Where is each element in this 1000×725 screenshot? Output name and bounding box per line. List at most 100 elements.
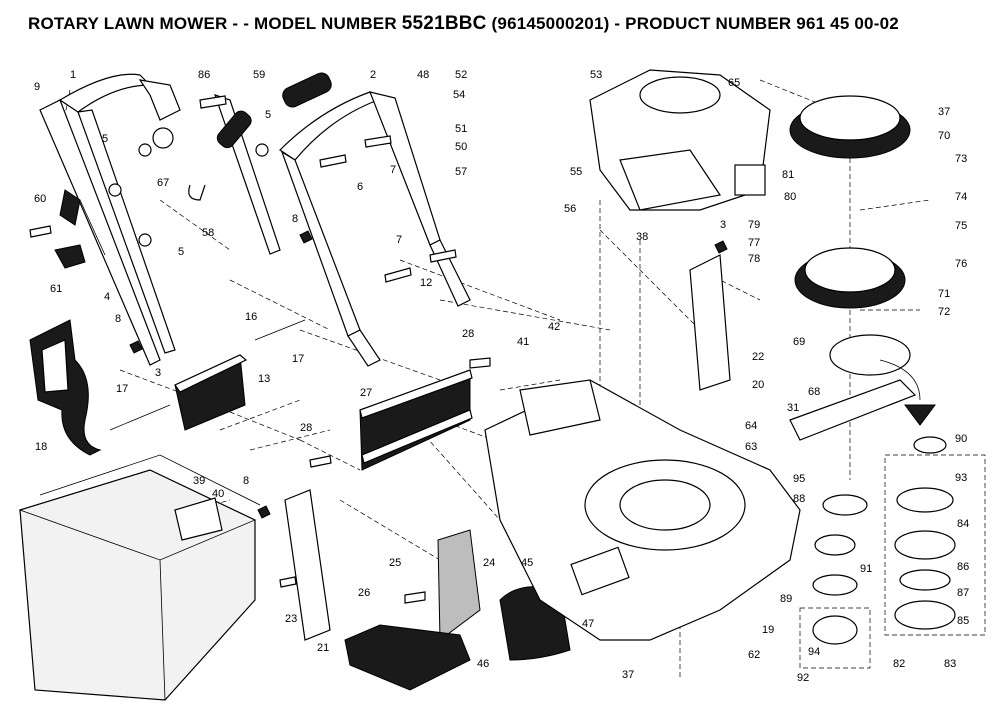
part-label: 61 xyxy=(50,283,62,295)
part-label: 68 xyxy=(808,386,820,398)
part-label: 8 xyxy=(243,475,249,487)
model-number: 5521BBC xyxy=(401,13,487,34)
part-label: 73 xyxy=(955,153,967,165)
part-label: 63 xyxy=(745,441,757,453)
part-label: 13 xyxy=(258,373,270,385)
part-label: 40 xyxy=(212,488,224,500)
part-label: 50 xyxy=(455,141,467,153)
part-label: 57 xyxy=(455,166,467,178)
part-label: 41 xyxy=(517,336,529,348)
part-label: 89 xyxy=(780,593,792,605)
title-suffix: (96145000201) - PRODUCT NUMBER 961 45 00… xyxy=(491,14,899,33)
small-hardware xyxy=(29,95,491,604)
part-label: 5 xyxy=(102,133,108,145)
engine xyxy=(589,69,771,211)
part-label: 20 xyxy=(752,379,764,391)
part-label: 60 xyxy=(34,193,46,205)
part-label: 72 xyxy=(938,306,950,318)
part-label: 51 xyxy=(455,123,467,135)
part-label: 23 xyxy=(285,613,297,625)
part-label: 79 xyxy=(748,219,760,231)
part-label: 84 xyxy=(957,518,969,530)
part-label: 59 xyxy=(253,69,265,81)
part-label: 38 xyxy=(636,231,648,243)
part-label: 78 xyxy=(748,253,760,265)
drive-belt-parts xyxy=(789,95,917,441)
upper-handle xyxy=(214,91,471,367)
part-label: 76 xyxy=(955,258,967,270)
part-label: 52 xyxy=(455,69,467,81)
part-label: 25 xyxy=(389,557,401,569)
part-label: 18 xyxy=(35,441,47,453)
part-label: 58 xyxy=(202,227,214,239)
part-label: 88 xyxy=(793,493,805,505)
side-discharge-chute xyxy=(29,319,102,456)
part-label: 93 xyxy=(955,472,967,484)
part-label: 31 xyxy=(787,402,799,414)
part-labels: 9 1 86 59 2 48 52 53 65 54 37 5 5 51 70 … xyxy=(34,69,969,684)
rear-brackets xyxy=(284,254,731,641)
part-label: 9 xyxy=(34,81,40,93)
part-label: 47 xyxy=(582,618,594,630)
part-label: 17 xyxy=(116,383,128,395)
part-label: 3 xyxy=(720,219,726,231)
part-label: 62 xyxy=(748,649,760,661)
part-label: 91 xyxy=(860,563,872,575)
part-label: 4 xyxy=(104,291,110,303)
part-label: 39 xyxy=(193,475,205,487)
part-label: 56 xyxy=(564,203,576,215)
part-label: 67 xyxy=(157,177,169,189)
part-label: 42 xyxy=(548,321,560,333)
part-label: 75 xyxy=(955,220,967,232)
part-label: 95 xyxy=(793,473,805,485)
part-label: 69 xyxy=(793,336,805,348)
lower-handle-left xyxy=(39,73,181,366)
part-label: 81 xyxy=(782,169,794,181)
part-label: 8 xyxy=(115,313,121,325)
grass-catcher-bag xyxy=(18,454,261,701)
part-label: 3 xyxy=(155,367,161,379)
part-label: 74 xyxy=(955,191,967,203)
part-label: 8 xyxy=(292,213,298,225)
part-label: 92 xyxy=(797,672,809,684)
part-label: 2 xyxy=(370,69,376,81)
part-label: 48 xyxy=(417,69,429,81)
handle-grips xyxy=(216,72,332,149)
title-prefix: ROTARY LAWN MOWER - - MODEL NUMBER xyxy=(28,14,397,33)
part-label: 53 xyxy=(590,69,602,81)
part-label: 71 xyxy=(938,288,950,300)
direction-arrow xyxy=(879,359,936,426)
mulch-plug xyxy=(109,319,306,431)
part-label: 87 xyxy=(957,587,969,599)
part-label: 94 xyxy=(808,646,820,658)
part-label: 77 xyxy=(748,237,760,249)
part-label: 24 xyxy=(483,557,495,569)
part-label: 82 xyxy=(893,658,905,670)
part-label: 80 xyxy=(784,191,796,203)
part-label: 28 xyxy=(462,328,474,340)
rear-flap xyxy=(359,369,473,471)
part-label: 83 xyxy=(944,658,956,670)
part-label: 70 xyxy=(938,130,950,142)
part-label: 28 xyxy=(300,422,312,434)
part-label: 7 xyxy=(396,234,402,246)
part-label: 45 xyxy=(521,557,533,569)
clutch-stack xyxy=(799,436,986,669)
part-label: 85 xyxy=(957,615,969,627)
wing-nuts xyxy=(129,230,728,519)
part-label: 19 xyxy=(762,624,774,636)
part-label: 86 xyxy=(198,69,210,81)
part-label: 46 xyxy=(477,658,489,670)
part-label: 5 xyxy=(265,109,271,121)
part-label: 12 xyxy=(420,277,432,289)
part-label: 65 xyxy=(728,77,740,89)
part-label: 54 xyxy=(453,89,465,101)
part-label: 64 xyxy=(745,420,757,432)
part-label: 1 xyxy=(70,69,76,81)
part-label: 6 xyxy=(357,181,363,193)
part-label: 22 xyxy=(752,351,764,363)
part-label: 27 xyxy=(360,387,372,399)
part-label: 37 xyxy=(622,669,634,681)
part-label: 17 xyxy=(292,353,304,365)
